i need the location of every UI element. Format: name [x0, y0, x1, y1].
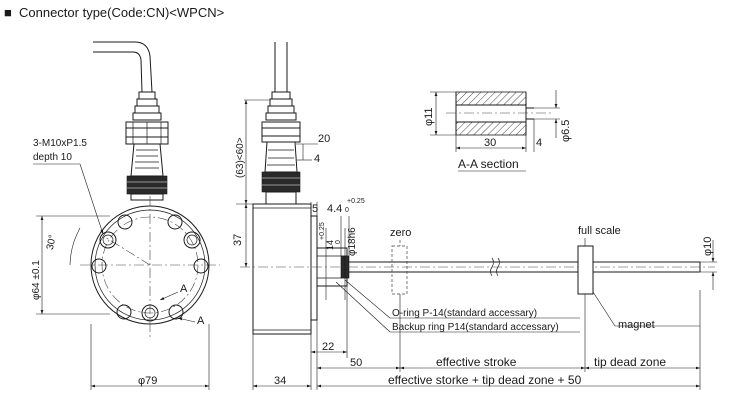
mounting-hole: [141, 304, 159, 322]
o-ring-label: O-ring P-14(standard accessary): [392, 308, 537, 319]
section-mark-a: A: [197, 315, 205, 327]
mounting-hole: [99, 231, 117, 249]
section-dim-30-label: 30: [484, 137, 496, 149]
hole-callout-line1: 3-M10xP1.5: [33, 138, 87, 149]
connector-body: [130, 143, 164, 177]
side-view: zero full scale magnet O-ring P-14(stand…: [232, 42, 717, 390]
dim-4-4-tolerance-low: 0: [345, 207, 349, 214]
tapped-hole: [91, 258, 107, 274]
tip-dead-zone-label: tip dead zone: [594, 355, 666, 369]
mounting-spigot: [310, 215, 318, 321]
cable-inner: [93, 51, 143, 93]
dim-50-label: 50: [350, 357, 362, 369]
title-mark: ■: [4, 5, 12, 20]
diameter-64-label: φ64 ±0.1: [31, 260, 42, 300]
section-lower-wall: [455, 121, 527, 136]
dim-63-60-label: (63)<60>: [235, 137, 246, 178]
magnet-label: magnet: [618, 319, 655, 331]
side-connector-body: [264, 141, 298, 173]
diameter-10-label: φ10: [702, 237, 714, 256]
section-upper-wall: [455, 91, 527, 106]
zero-label: zero: [390, 227, 411, 239]
hole-callout-line2: depth 10: [33, 152, 72, 163]
effective-stroke-label: effective stroke: [436, 355, 517, 369]
page-title: ■ Connector type(Code:CN)<WPCN>: [4, 5, 224, 20]
dim-5-label: 5: [312, 203, 318, 215]
cable: [93, 41, 153, 93]
section-dim-4-label: 4: [536, 137, 542, 149]
dim-37-label: 37: [232, 234, 244, 246]
tapped-hole: [117, 214, 133, 230]
connector-knurl: [126, 175, 168, 195]
cable-strain-relief: [132, 91, 162, 121]
dim-14-label: 14: [325, 240, 335, 250]
tapped-hole: [167, 214, 183, 230]
section-mark-a: A: [180, 283, 188, 295]
sensor-housing: [252, 203, 312, 335]
front-view: 3-M10xP1.5 depth 10 30° φ64 ±0.1 A A φ79: [31, 41, 220, 390]
section-title: A-A section: [458, 157, 519, 171]
tapped-hole: [168, 304, 184, 320]
dim-34-label: 34: [274, 375, 286, 387]
dim-4-4-label: 4.4: [327, 203, 342, 215]
dim-18h6-label: φ18h6: [347, 227, 358, 256]
total-length-label: effective storke + tip dead zone + 50: [388, 373, 582, 387]
zero-position-marker: [391, 245, 408, 295]
angle-label: 30°: [45, 234, 59, 251]
tapped-hole: [193, 258, 209, 274]
tapped-hole: [116, 304, 132, 320]
mounting-hole: [183, 231, 201, 249]
diameter-79-label: φ79: [138, 375, 157, 387]
section-diameter-6-5-label: φ6.5: [560, 120, 572, 142]
full-scale-label: full scale: [578, 225, 621, 237]
dim-4-4-tolerance: +0.25: [347, 198, 365, 205]
dim-4-label: 4: [314, 153, 320, 165]
magnet: [577, 245, 594, 295]
section-view: φ11 30 4 φ6.5 A-A section: [423, 90, 572, 172]
dim-22-label: 22: [322, 341, 334, 353]
dim-14-tolerance: +0.25: [319, 222, 326, 240]
backup-ring-label: Backup ring P14(standard accessary): [392, 322, 559, 333]
dim-20-label: 20: [318, 133, 330, 145]
title-text: Connector type(Code:CN)<WPCN>: [19, 5, 224, 20]
dim-14-tolerance-low: 0: [335, 240, 342, 244]
side-connector-knurl: [261, 171, 301, 193]
side-strain-relief: [265, 91, 297, 121]
section-diameter-11-label: φ11: [423, 107, 435, 126]
side-connector-nut: [261, 121, 301, 143]
